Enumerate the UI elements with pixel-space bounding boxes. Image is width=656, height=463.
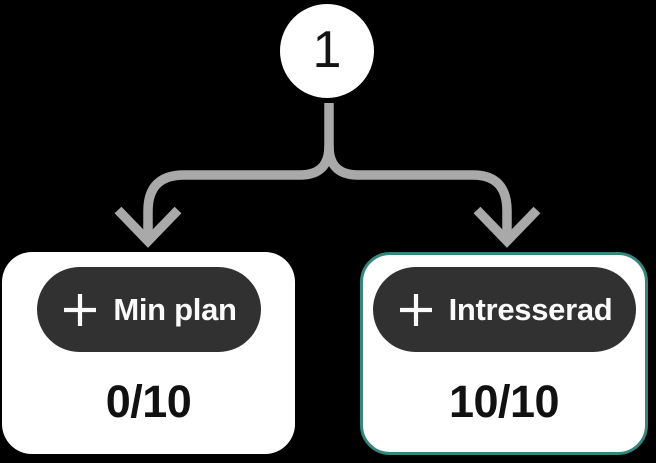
- intresserad-count: 10/10: [448, 376, 560, 427]
- add-min-plan-button-label: Min plan: [113, 292, 237, 327]
- step-node-label: 1: [312, 21, 342, 79]
- arrow-down-icon: [114, 206, 182, 248]
- card-intresserad[interactable]: Intresserad 10/10: [360, 252, 648, 455]
- step-node[interactable]: 1: [280, 4, 374, 98]
- min-plan-count: 0/10: [105, 376, 192, 427]
- arrow-down-icon: [473, 206, 541, 248]
- add-intresserad-button-label: Intresserad: [448, 292, 613, 327]
- card-min-plan[interactable]: Min plan 0/10: [2, 252, 295, 454]
- add-intresserad-button[interactable]: Intresserad: [372, 267, 636, 352]
- plus-icon: [60, 290, 100, 330]
- connector-right-branch: [324, 145, 512, 234]
- add-min-plan-button[interactable]: Min plan: [36, 267, 261, 352]
- plus-icon: [396, 290, 436, 330]
